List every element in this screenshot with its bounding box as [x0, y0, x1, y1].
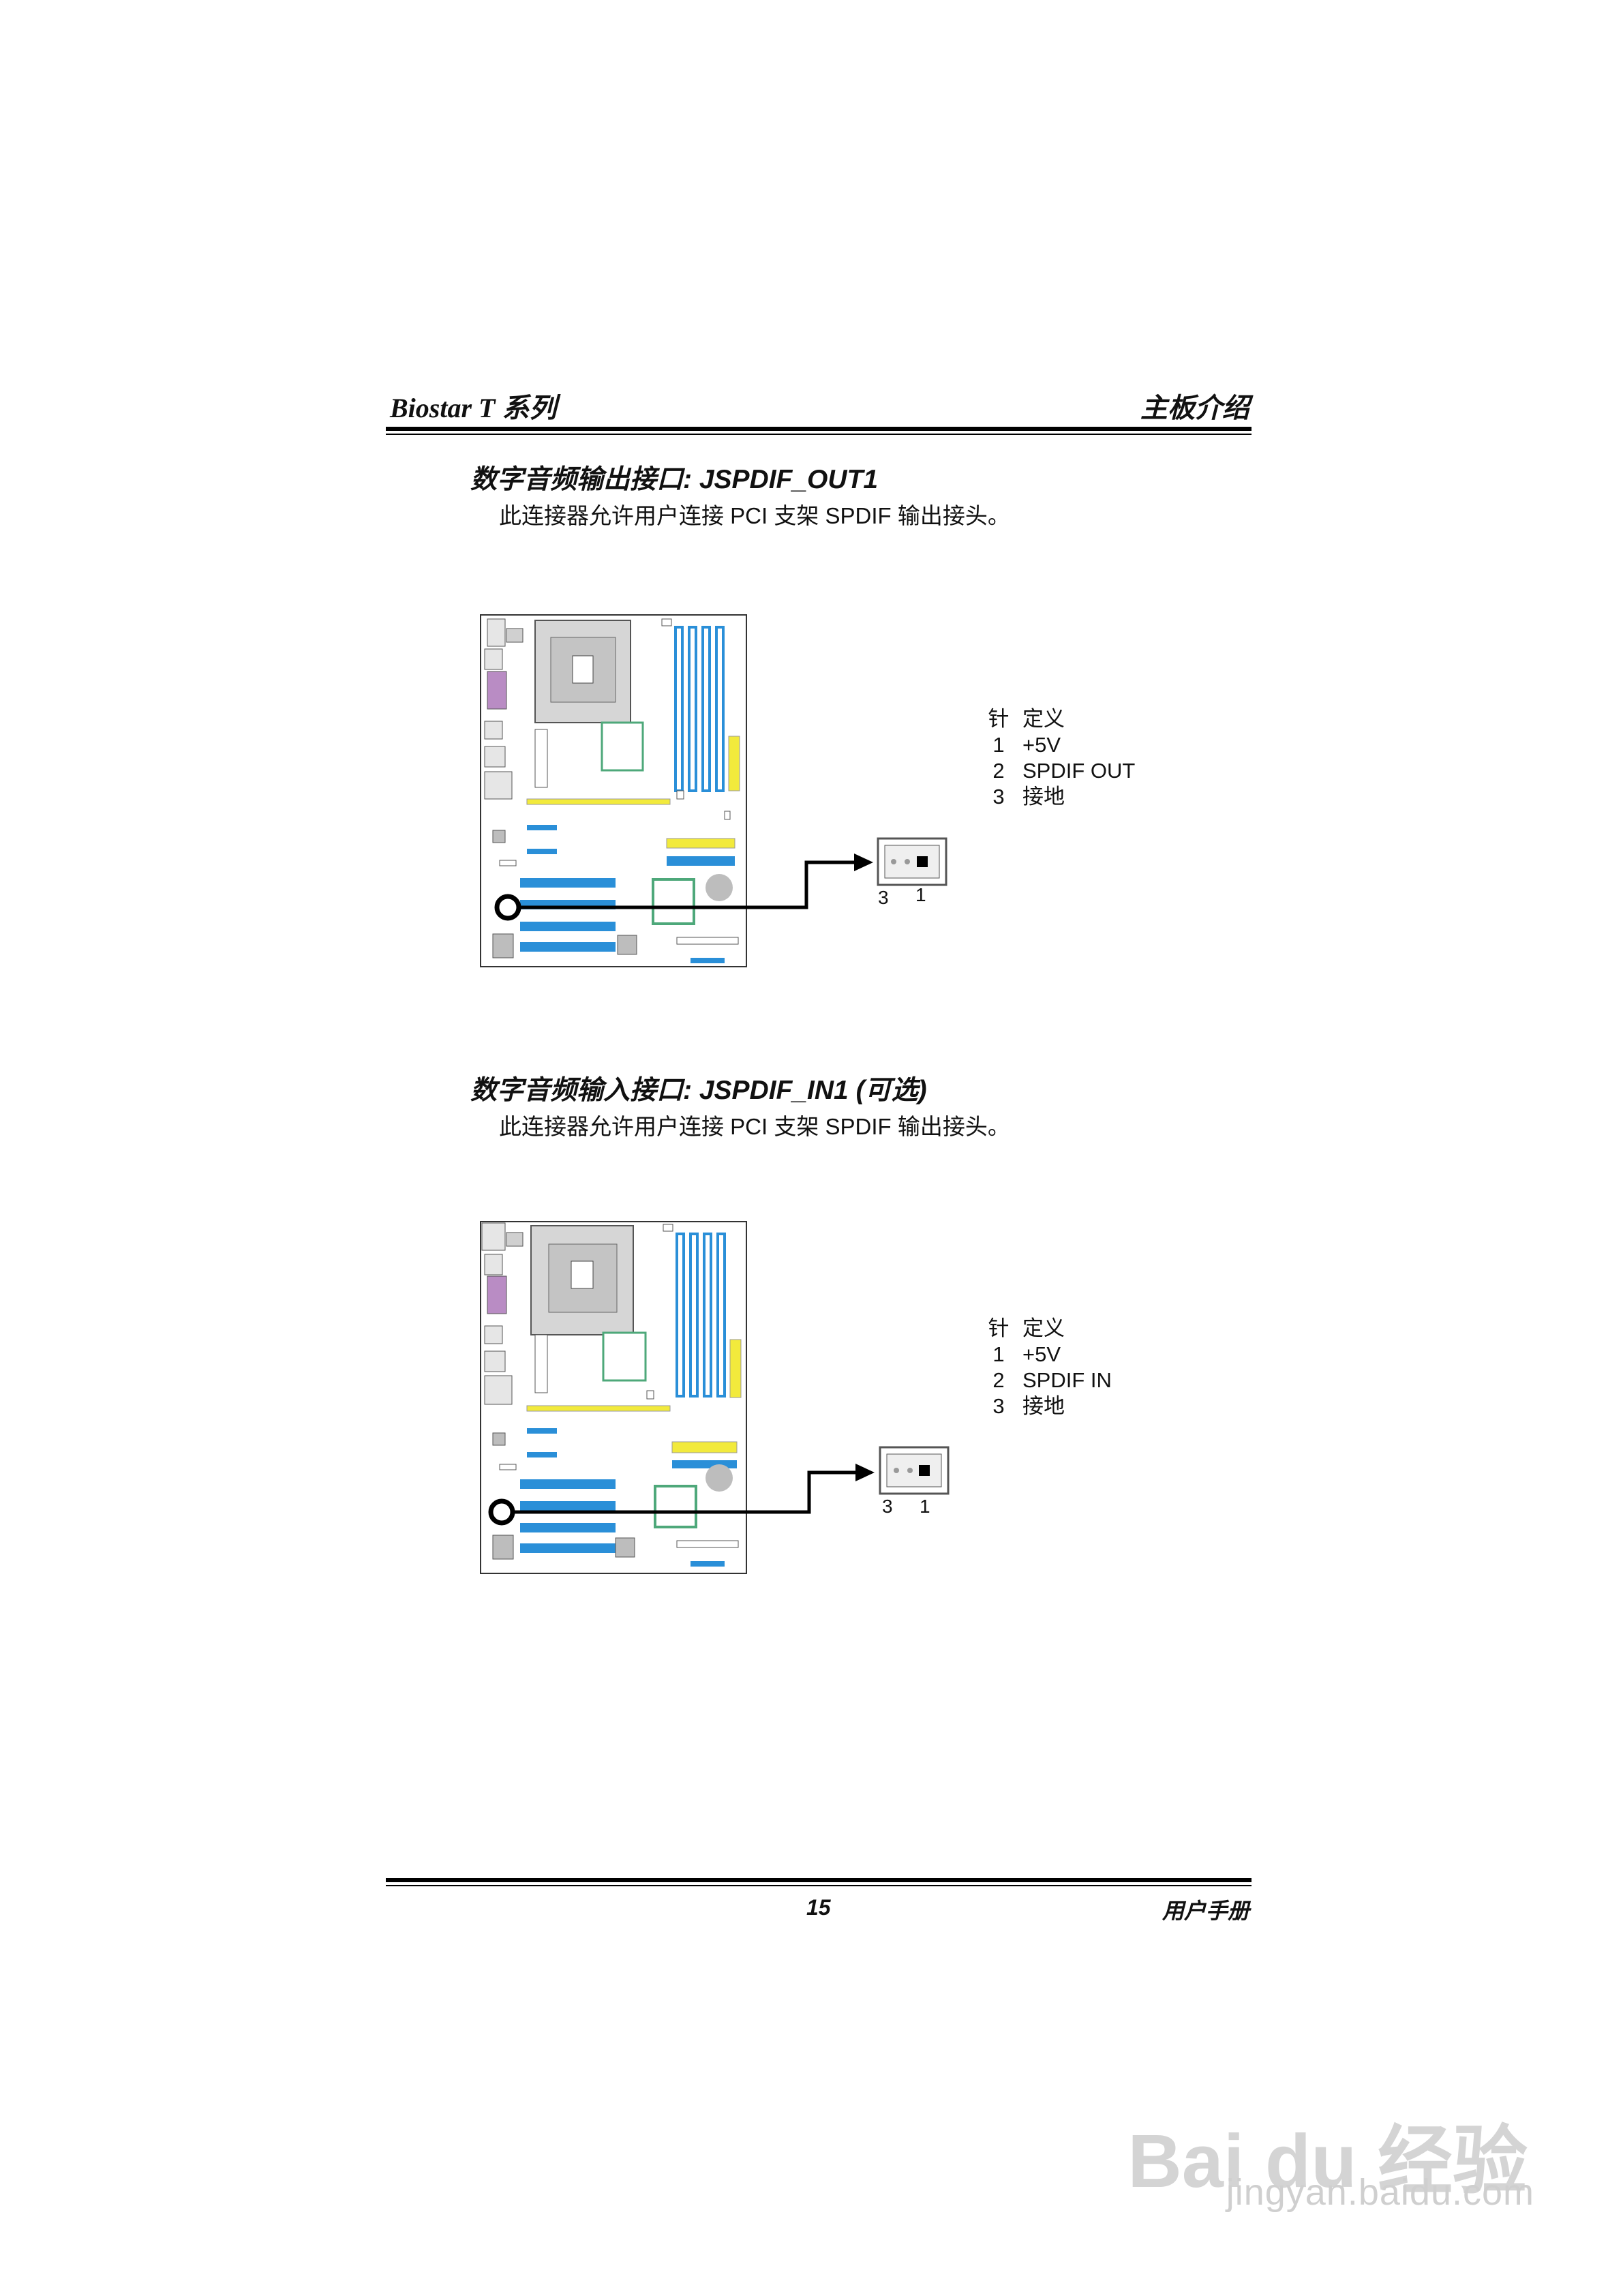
- pin-definition: SPDIF OUT: [1022, 759, 1136, 783]
- header-rule-thin: [386, 434, 1252, 435]
- section-title-spdif-in: 数字音频输入接口: JSPDIF_IN1 (可选): [470, 1076, 927, 1105]
- pin-row: 1 +5V: [975, 732, 1135, 758]
- watermark-brand: Bai du 经验: [1127, 2119, 1528, 2203]
- def-header: 定义: [1022, 1316, 1065, 1340]
- pin-number: 3: [992, 785, 1005, 809]
- header-series: Biostar T 系列: [390, 393, 557, 423]
- pin-definition: 接地: [1022, 785, 1065, 809]
- pin-definition: SPDIF IN: [1022, 1368, 1112, 1392]
- pin-row: 2 SPDIF OUT: [975, 758, 1135, 784]
- pin-table-header: 针 定义: [975, 706, 1135, 732]
- footer-rule-thin: [386, 1885, 1252, 1886]
- pin-definition: +5V: [1022, 733, 1061, 757]
- def-header: 定义: [1022, 707, 1065, 731]
- connector-label-pin1: 1: [920, 1496, 930, 1517]
- pin-number: 3: [992, 1394, 1005, 1418]
- pin-row: 2 SPDIF IN: [975, 1368, 1112, 1393]
- connector-label-pin3: 3: [878, 887, 889, 908]
- pin-number: 2: [992, 1368, 1005, 1392]
- header-rule: [386, 427, 1252, 431]
- pin-row: 3 接地: [975, 784, 1135, 810]
- pin-number: 1: [992, 1342, 1005, 1366]
- pin-table-header: 针 定义: [975, 1316, 1112, 1342]
- pin-row: 1 +5V: [975, 1342, 1112, 1368]
- pin-header: 针: [988, 707, 1010, 731]
- motherboard-diagram-spdif-in: [480, 1221, 950, 1574]
- watermark-url: jingyan.baidu.com: [1226, 2172, 1534, 2213]
- pin-definition: 接地: [1022, 1394, 1065, 1418]
- section-desc-spdif-in: 此连接器允许用户连接 PCI 支架 SPDIF 输出接头。: [499, 1114, 1010, 1139]
- connector-label-pin3: 3: [882, 1496, 893, 1517]
- footer-rule: [386, 1878, 1252, 1882]
- page-number: 15: [806, 1895, 831, 1920]
- pin-definition: +5V: [1022, 1342, 1061, 1366]
- connector-label-pin1: 1: [915, 884, 926, 905]
- pin-number: 1: [992, 733, 1005, 757]
- header-chapter: 主板介绍: [1140, 393, 1249, 423]
- pin-header: 针: [988, 1316, 1010, 1340]
- pin-number: 2: [992, 759, 1005, 783]
- pin-table-spdif-in: 针 定义 1 +5V 2 SPDIF IN 3 接地: [975, 1316, 1112, 1419]
- footer-manual-label: 用户手册: [1162, 1899, 1249, 1923]
- motherboard-diagram-spdif-out: [480, 614, 947, 967]
- pin-row: 3 接地: [975, 1393, 1112, 1419]
- pin-table-spdif-out: 针 定义 1 +5V 2 SPDIF OUT 3 接地: [975, 706, 1136, 810]
- section-title-spdif-out: 数字音频输出接口: JSPDIF_OUT1: [470, 465, 879, 494]
- section-desc-spdif-out: 此连接器允许用户连接 PCI 支架 SPDIF 输出接头。: [499, 503, 1010, 528]
